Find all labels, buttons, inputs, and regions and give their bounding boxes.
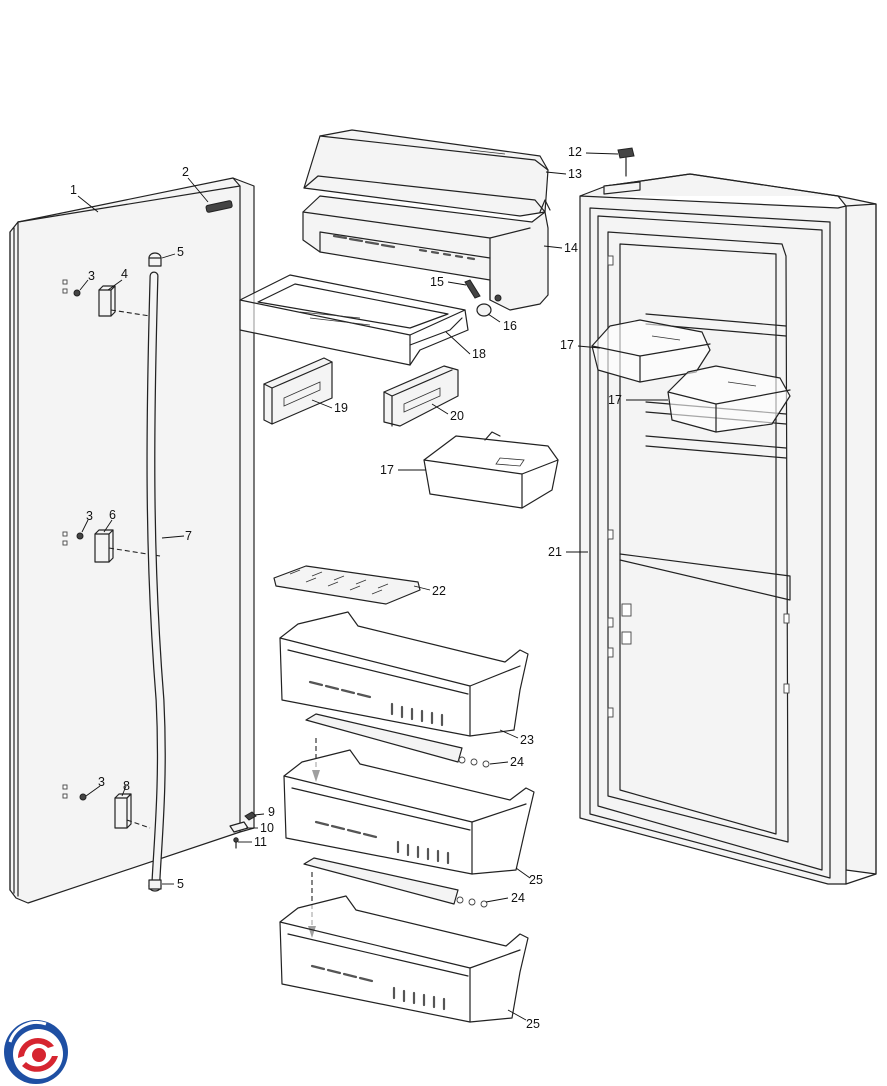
label-part-8: 8 <box>123 779 130 793</box>
door-bin-middle <box>283 749 535 875</box>
label-part-17-lower: 17 <box>608 393 622 407</box>
pin-part <box>464 279 481 299</box>
label-part-13: 13 <box>568 167 582 181</box>
label-part-10: 10 <box>260 821 274 835</box>
label-part-17-center: 17 <box>380 463 394 477</box>
label-part-4: 4 <box>121 267 128 281</box>
dispenser-housing <box>302 195 551 311</box>
inner-door-liner <box>579 147 877 885</box>
leader-lines <box>77 152 668 1021</box>
knob-part <box>476 294 502 317</box>
small-bin-center <box>423 431 559 509</box>
label-part-24-upper: 24 <box>510 755 524 769</box>
label-part-14: 14 <box>564 241 578 255</box>
label-part-25-middle: 25 <box>529 873 543 887</box>
hinge-small-parts <box>229 811 257 849</box>
label-part-23: 23 <box>520 733 534 747</box>
liner-bin-upper <box>591 319 711 383</box>
label-part-2: 2 <box>182 165 189 179</box>
label-part-3-top: 3 <box>88 269 95 283</box>
door-bin-top <box>279 611 529 737</box>
label-part-19: 19 <box>334 401 348 415</box>
label-part-3-mid: 3 <box>86 509 93 523</box>
callout-labels: 1 2 3 4 5 3 6 7 3 8 9 10 11 5 12 13 14 1… <box>70 145 622 1031</box>
label-part-5-bottom: 5 <box>177 877 184 891</box>
label-part-7: 7 <box>185 529 192 543</box>
label-part-24-lower: 24 <box>511 891 525 905</box>
label-part-25-bottom: 25 <box>526 1017 540 1031</box>
label-part-5-top: 5 <box>177 245 184 259</box>
label-part-1: 1 <box>70 183 77 197</box>
label-part-22: 22 <box>432 584 446 598</box>
egg-tray <box>273 565 421 605</box>
label-part-15: 15 <box>430 275 444 289</box>
liner-bin-lower <box>667 365 791 433</box>
label-part-3-bottom: 3 <box>98 775 105 789</box>
label-part-21: 21 <box>548 545 562 559</box>
tray-drawer <box>239 274 469 366</box>
bracket-left <box>263 357 333 425</box>
label-part-11: 11 <box>254 835 267 849</box>
label-part-17-upper: 17 <box>560 338 574 352</box>
label-part-20: 20 <box>450 409 464 423</box>
door-bin-bottom <box>279 895 529 1023</box>
label-part-18: 18 <box>472 347 486 361</box>
outer-door-panel <box>9 177 255 904</box>
bracket-right <box>383 365 459 427</box>
label-part-16: 16 <box>503 319 517 333</box>
door-handle-rod <box>146 252 166 892</box>
label-part-9: 9 <box>268 805 275 819</box>
label-part-6: 6 <box>109 508 116 522</box>
brand-logo <box>4 1020 68 1084</box>
label-part-12: 12 <box>568 145 582 159</box>
top-cover <box>303 129 549 217</box>
